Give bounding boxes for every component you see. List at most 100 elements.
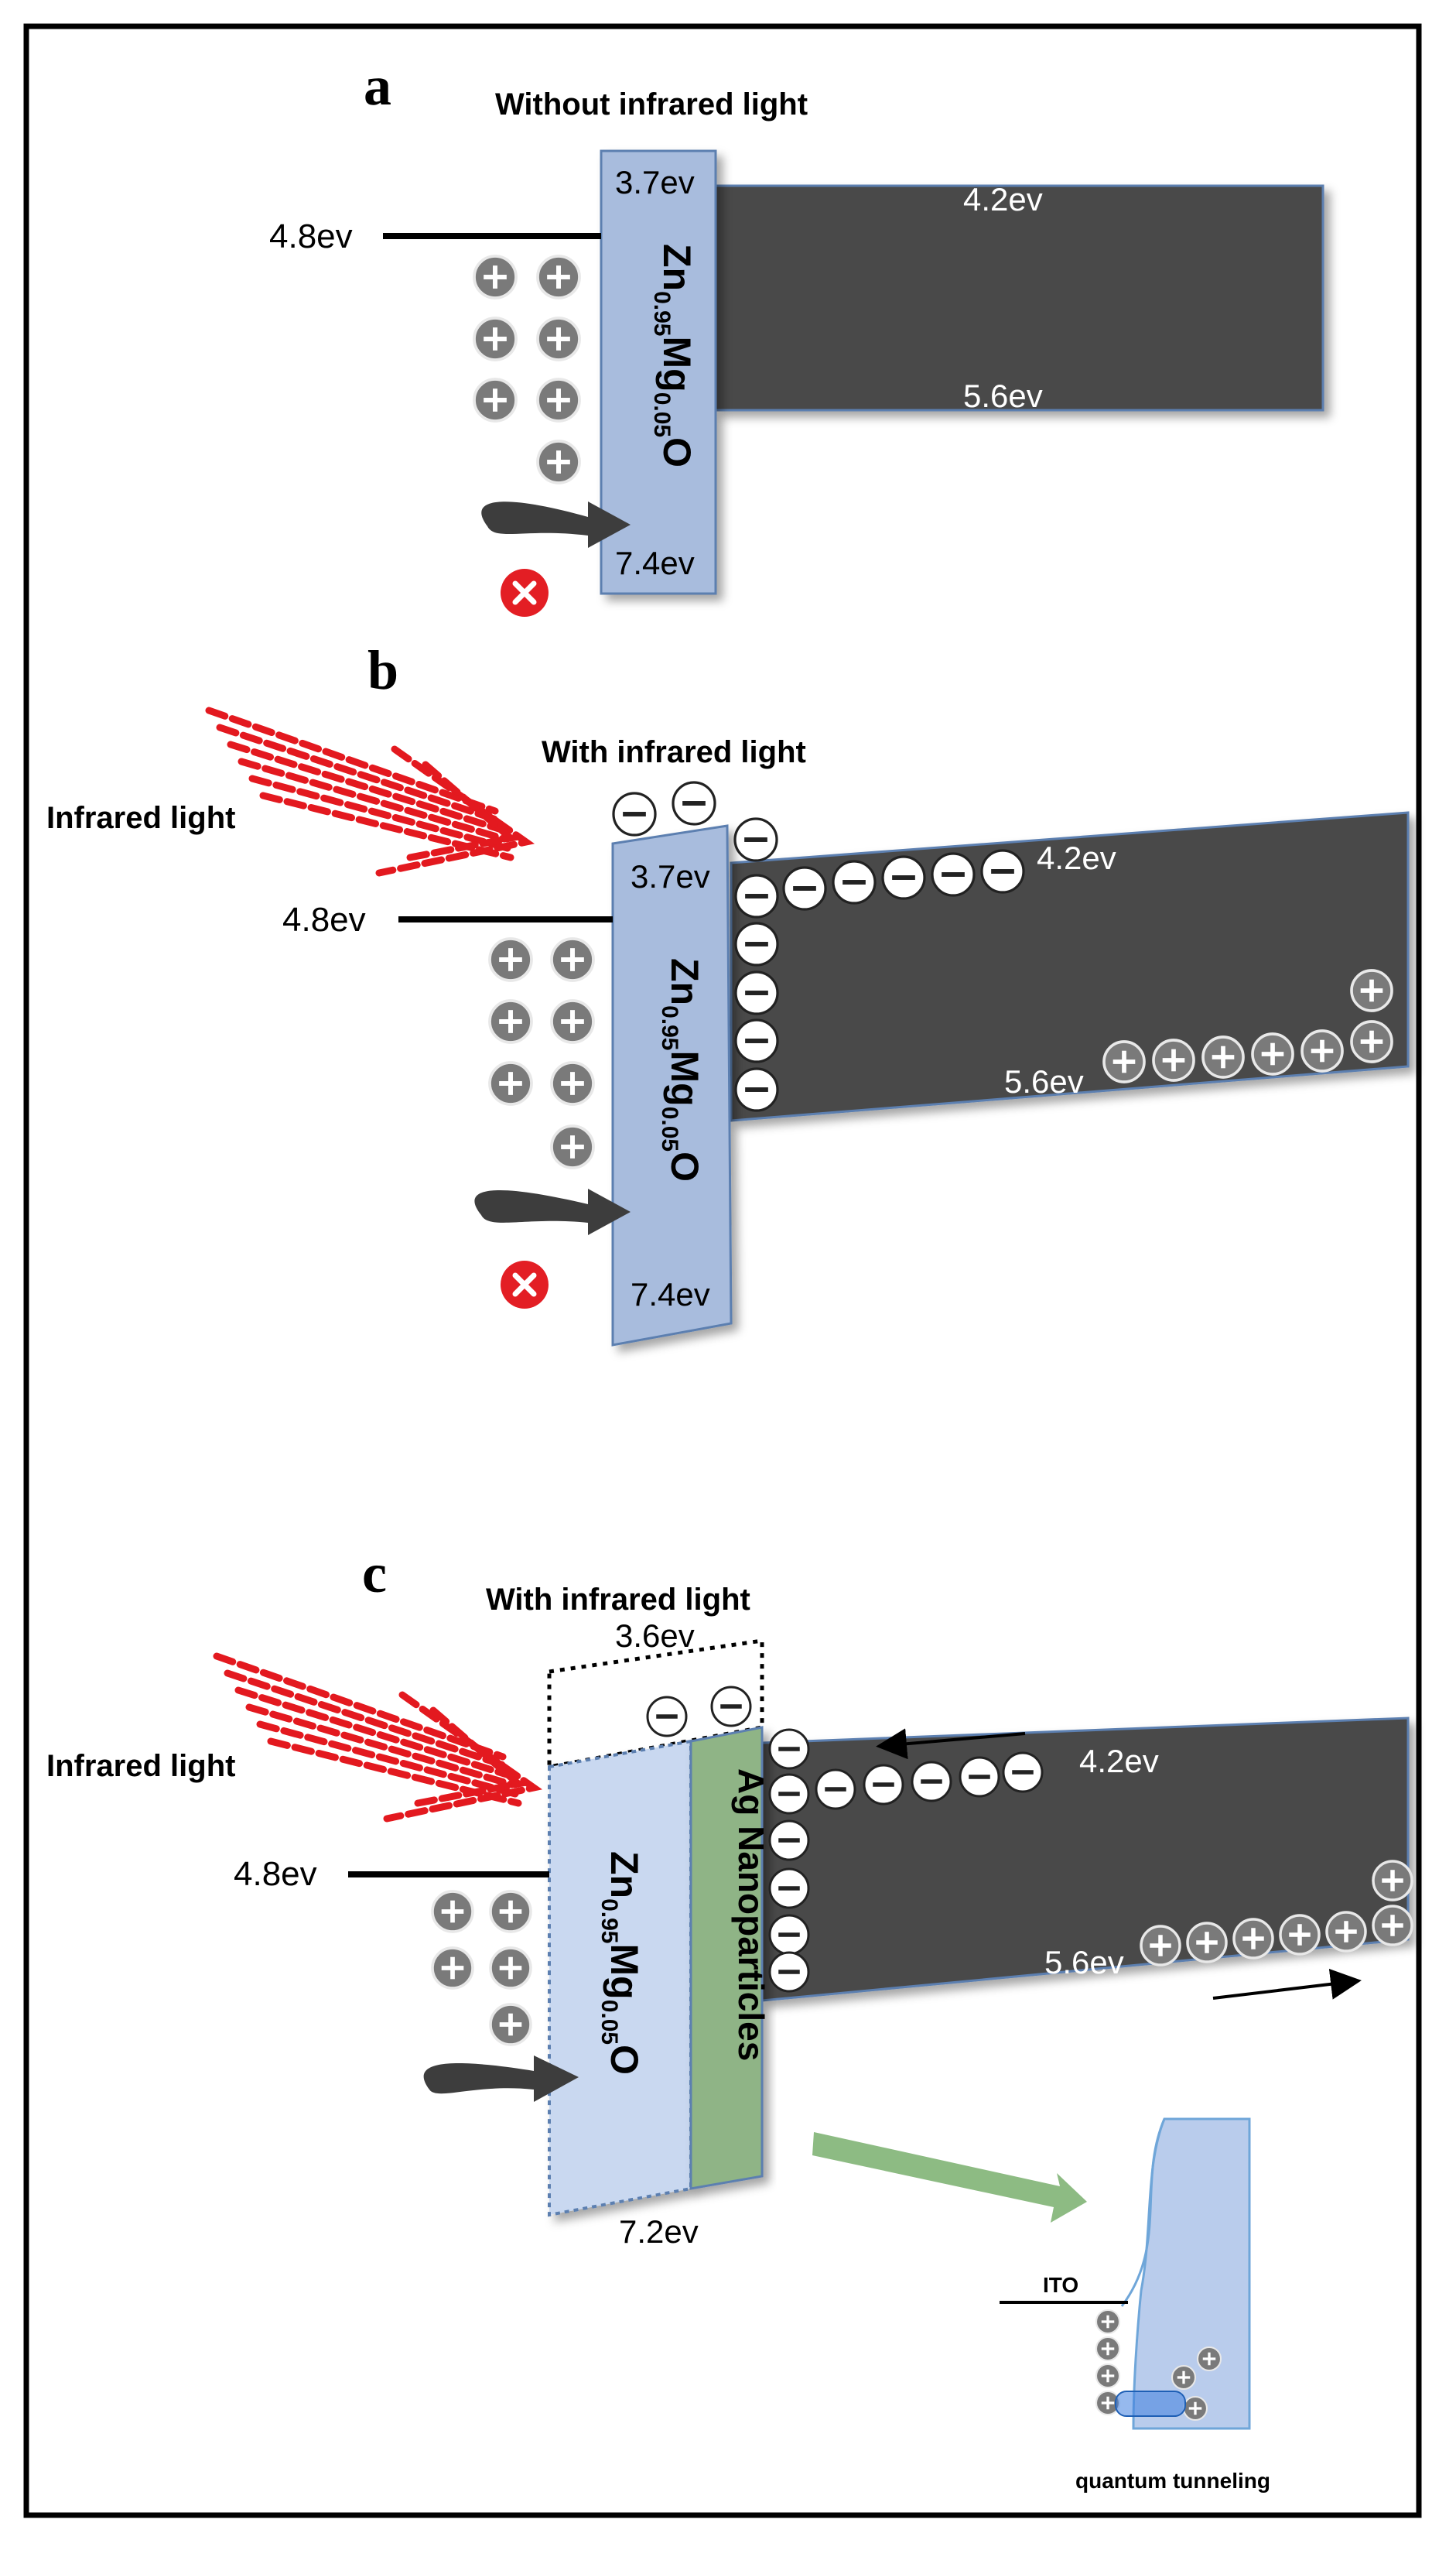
minus-charge-icon: [832, 860, 877, 905]
sc-top-label-b: 4.2ev: [1037, 840, 1116, 876]
infrared-ray-stroke: [248, 775, 511, 852]
minus-charge-icon: [980, 849, 1025, 894]
minus-charge-icon: [768, 1773, 810, 1815]
plus-charge-icon: [1140, 1925, 1181, 1966]
plus-charge-icon: [1095, 2363, 1121, 2389]
plus-charge-icon: [473, 255, 518, 299]
curved-arrow-icon: [474, 1189, 631, 1235]
minus-charge-icon: [734, 874, 779, 919]
semiconductor-band-a: [714, 184, 1324, 412]
infrared-ray-stroke: [245, 1703, 516, 1788]
infrared-ray-stroke: [256, 1720, 519, 1798]
infrared-arrow-icon: [205, 707, 535, 877]
inset-pointer-arrow: [812, 2132, 1087, 2223]
infrared-ray-stroke: [216, 724, 502, 824]
panel-b: b With infrared light Infrared light 4.8…: [46, 639, 1410, 1347]
zmo-top-label-a: 3.7ev: [615, 164, 695, 200]
minus-charge-icon: [959, 1756, 1000, 1798]
figure-frame: [23, 23, 1422, 2518]
minus-charge-icon: [863, 1764, 904, 1806]
plus-charge-icon: [1186, 1922, 1228, 1963]
plus-charge-icon: [1325, 1911, 1367, 1953]
inset-ito-label: ITO: [1043, 2273, 1078, 2297]
ag-nanoparticle-layer: [689, 1726, 764, 2190]
ag-layer-label: Ag Nanoparticles: [731, 1768, 771, 2061]
minus-charge-icon: [881, 855, 926, 900]
zmo-top-label-b: 3.7ev: [631, 858, 710, 895]
inset-barrier-edge: [1120, 2118, 1166, 2307]
minus-charge-icon: [646, 1696, 688, 1737]
zmo-formula-label-a: Zn0.95Mg0.05O: [649, 244, 699, 467]
infrared-arrow-head-inner: [414, 1706, 526, 1807]
plus-charge-icon: [536, 255, 581, 299]
plus-charge-icon: [1095, 2390, 1121, 2416]
plus-charge-icon: [550, 1061, 595, 1106]
plus-charge-icon: [1095, 2336, 1121, 2362]
plus-charge-icon: [1182, 2395, 1208, 2422]
minus-charge-icon: [768, 1728, 810, 1770]
plus-charge-icon: [488, 1061, 533, 1106]
minus-charge-icon: [1002, 1751, 1044, 1793]
minus-charge-icon: [734, 922, 779, 967]
light-label-b: Infrared light: [46, 801, 235, 835]
inset-caption: quantum tunneling: [1075, 2469, 1270, 2493]
quantum-tunneling-inset: ITO quantum tunneling: [1000, 2117, 1270, 2493]
plus-charge-icon: [536, 378, 581, 423]
minus-charge-icon: [710, 1686, 752, 1727]
hole-flow-arrow: [1212, 1968, 1362, 2000]
panel-a: a Without infrared light 4.8ev 3.7ev 7.4…: [269, 55, 1324, 617]
minus-charge-icon: [734, 1018, 779, 1063]
minus-charge-icon: [931, 852, 976, 897]
metal-level-label-b: 4.8ev: [282, 901, 366, 939]
sc-top-label-c: 4.2ev: [1079, 1743, 1159, 1779]
minus-charge-icon: [768, 1914, 810, 1956]
plus-charge-icon: [488, 999, 533, 1044]
minus-charge-icon: [768, 1867, 810, 1909]
plus-charge-icon: [1300, 1029, 1344, 1073]
infrared-ray-stroke: [238, 758, 508, 843]
plus-charge-icon: [1350, 969, 1393, 1012]
plus-charge-icon: [1251, 1032, 1294, 1076]
plus-charge-icon: [1152, 1039, 1195, 1082]
blocked-cross-icon: [501, 1261, 549, 1309]
plus-charge-icon: [1201, 1035, 1245, 1079]
minus-charge-icon: [734, 970, 779, 1015]
plus-charge-icon: [1279, 1914, 1321, 1956]
panel-letter-a: a: [364, 55, 391, 117]
minus-charge-icon: [815, 1768, 856, 1810]
minus-charge-icon: [911, 1761, 952, 1802]
plus-charge-icon: [536, 317, 581, 361]
minus-charge-icon: [768, 1951, 810, 1993]
zmo-top-label-c: 3.6ev: [615, 1617, 695, 1654]
plus-charge-icon: [1372, 1860, 1413, 1901]
panel-a-title: Without infrared light: [495, 87, 808, 122]
zmo-bottom-label-c: 7.2ev: [619, 2213, 699, 2250]
minus-charge-icon: [612, 792, 657, 837]
plus-charge-icon: [536, 440, 581, 484]
tunneling-channel: [1115, 2391, 1186, 2417]
minus-charge-icon: [768, 1819, 810, 1861]
plus-charge-icon: [431, 1946, 474, 1990]
plus-charge-icon: [473, 378, 518, 423]
zmo-formula-label-c: Zn0.95Mg0.05O: [596, 1851, 646, 2075]
plus-charge-icon: [1171, 2364, 1197, 2391]
zmo-bottom-label-b: 7.4ev: [631, 1276, 710, 1313]
curved-arrow-icon: [481, 501, 631, 548]
infrared-ray-stroke: [224, 1669, 510, 1770]
infrared-ray-stroke: [213, 1652, 507, 1761]
metal-level-label-a: 4.8ev: [269, 217, 353, 255]
plus-charge-icon: [1350, 1020, 1393, 1063]
panel-c: c With infrared light Infrared light 3.6…: [46, 1542, 1413, 2493]
zmo-bottom-label-a: 7.4ev: [615, 545, 695, 581]
plus-charge-icon: [431, 1890, 474, 1933]
sc-bottom-label-a: 5.6ev: [963, 378, 1043, 414]
light-label-c: Infrared light: [46, 1749, 235, 1783]
plus-charge-icon: [550, 999, 595, 1044]
plus-charge-icon: [1095, 2309, 1121, 2335]
plus-charge-icon: [1196, 2346, 1222, 2372]
plus-charge-icon: [489, 1946, 532, 1990]
minus-charge-icon: [734, 1067, 779, 1112]
infrared-arrow-head: [383, 1691, 543, 1823]
infrared-ray-stroke: [234, 1686, 513, 1779]
plus-charge-icon: [488, 937, 533, 982]
